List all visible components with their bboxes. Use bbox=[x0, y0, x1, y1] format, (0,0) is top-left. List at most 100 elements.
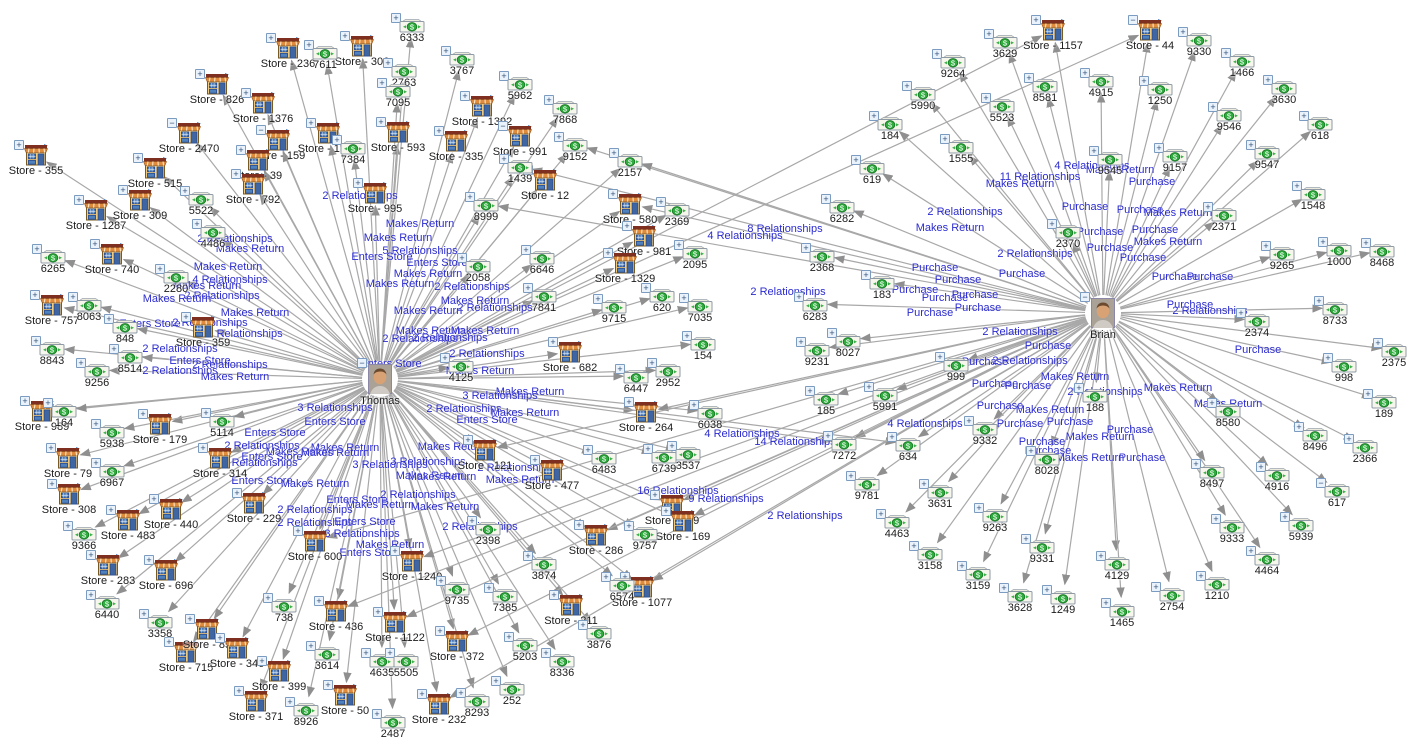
expand-toggle[interactable]: + bbox=[91, 419, 101, 429]
expand-toggle[interactable]: + bbox=[1139, 76, 1149, 86]
expand-toggle[interactable]: + bbox=[340, 31, 350, 41]
expand-toggle[interactable]: + bbox=[1024, 73, 1034, 83]
expand-toggle[interactable]: + bbox=[1047, 219, 1057, 229]
expand-toggle[interactable]: + bbox=[504, 632, 514, 642]
expand-toggle[interactable]: + bbox=[465, 192, 475, 202]
expand-toggle[interactable]: + bbox=[373, 607, 383, 617]
expand-toggle[interactable]: + bbox=[1299, 111, 1309, 121]
expand-toggle[interactable]: + bbox=[440, 353, 450, 363]
expand-toggle[interactable]: + bbox=[46, 443, 56, 453]
expand-toggle[interactable]: + bbox=[14, 140, 24, 150]
expand-toggle[interactable]: + bbox=[1080, 68, 1090, 78]
expand-toggle[interactable]: + bbox=[1154, 143, 1164, 153]
expand-toggle[interactable]: + bbox=[306, 118, 316, 128]
expand-toggle[interactable]: + bbox=[957, 561, 967, 571]
expand-toggle[interactable]: + bbox=[457, 253, 467, 263]
expand-toggle[interactable]: + bbox=[198, 443, 208, 453]
expand-toggle[interactable]: + bbox=[801, 243, 811, 253]
expand-toggle[interactable]: + bbox=[1361, 238, 1371, 248]
expand-toggle[interactable]: + bbox=[133, 153, 143, 163]
expand-toggle[interactable]: + bbox=[376, 117, 386, 127]
expand-toggle[interactable]: + bbox=[1221, 48, 1231, 58]
expand-toggle[interactable]: + bbox=[682, 331, 692, 341]
expand-toggle[interactable]: + bbox=[1211, 514, 1221, 524]
expand-toggle[interactable]: + bbox=[796, 337, 806, 347]
expand-toggle[interactable]: + bbox=[1203, 202, 1213, 212]
expand-toggle[interactable]: + bbox=[391, 13, 401, 23]
expand-toggle[interactable]: + bbox=[332, 135, 342, 145]
expand-toggle[interactable]: + bbox=[548, 337, 558, 347]
expand-toggle[interactable]: + bbox=[441, 46, 451, 56]
expand-toggle[interactable]: + bbox=[984, 29, 994, 39]
expand-toggle[interactable]: + bbox=[304, 40, 314, 50]
expand-toggle[interactable]: + bbox=[149, 494, 159, 504]
expand-toggle[interactable]: + bbox=[234, 686, 244, 696]
expand-toggle[interactable]: + bbox=[864, 382, 874, 392]
expand-toggle[interactable]: + bbox=[554, 132, 564, 142]
expand-toggle[interactable]: + bbox=[314, 596, 324, 606]
expand-toggle[interactable]: + bbox=[1096, 551, 1106, 561]
expand-toggle[interactable]: + bbox=[499, 71, 509, 81]
expand-toggle[interactable]: + bbox=[1292, 181, 1302, 191]
expand-toggle[interactable]: + bbox=[1196, 571, 1206, 581]
expand-toggle[interactable]: + bbox=[656, 197, 666, 207]
expand-toggle[interactable]: + bbox=[30, 290, 40, 300]
expand-toggle[interactable]: + bbox=[609, 148, 619, 158]
expand-toggle[interactable]: + bbox=[1263, 75, 1273, 85]
expand-toggle[interactable]: + bbox=[851, 155, 861, 165]
expand-toggle[interactable]: + bbox=[1208, 102, 1218, 112]
expand-toggle[interactable]: − bbox=[1128, 15, 1138, 25]
expand-toggle[interactable]: + bbox=[241, 88, 251, 98]
expand-toggle[interactable]: + bbox=[231, 169, 241, 179]
expand-toggle[interactable]: + bbox=[1074, 383, 1084, 393]
expand-toggle[interactable]: + bbox=[20, 396, 30, 406]
expand-toggle[interactable]: + bbox=[436, 576, 446, 586]
expand-toggle[interactable]: + bbox=[861, 270, 871, 280]
expand-toggle[interactable]: + bbox=[794, 292, 804, 302]
expand-toggle[interactable]: + bbox=[32, 244, 42, 254]
expand-toggle[interactable]: + bbox=[76, 358, 86, 368]
expand-toggle[interactable]: + bbox=[323, 680, 333, 690]
expand-toggle[interactable]: + bbox=[805, 386, 815, 396]
expand-toggle[interactable]: + bbox=[144, 555, 154, 565]
expand-toggle[interactable]: + bbox=[909, 541, 919, 551]
expand-toggle[interactable]: + bbox=[215, 633, 225, 643]
expand-toggle[interactable]: + bbox=[266, 33, 276, 43]
expand-toggle[interactable]: + bbox=[435, 626, 445, 636]
expand-toggle[interactable]: + bbox=[353, 178, 363, 188]
expand-toggle[interactable]: + bbox=[417, 689, 427, 699]
expand-toggle[interactable]: + bbox=[104, 314, 114, 324]
expand-toggle[interactable]: + bbox=[603, 248, 613, 258]
expand-toggle[interactable]: + bbox=[869, 111, 879, 121]
expand-toggle[interactable]: + bbox=[981, 93, 991, 103]
expand-toggle[interactable]: + bbox=[902, 81, 912, 91]
expand-toggle[interactable]: + bbox=[876, 509, 886, 519]
expand-toggle[interactable]: + bbox=[1246, 140, 1256, 150]
expand-toggle[interactable]: − bbox=[256, 125, 266, 135]
expand-toggle[interactable]: + bbox=[180, 186, 190, 196]
expand-toggle[interactable]: + bbox=[138, 409, 148, 419]
expand-toggle[interactable]: + bbox=[593, 294, 603, 304]
expand-toggle[interactable]: + bbox=[484, 583, 494, 593]
expand-toggle[interactable]: + bbox=[846, 471, 856, 481]
expand-toggle[interactable]: + bbox=[109, 344, 119, 354]
expand-toggle[interactable]: − bbox=[1080, 292, 1090, 302]
expand-toggle[interactable]: + bbox=[622, 221, 632, 231]
expand-toggle[interactable]: + bbox=[74, 195, 84, 205]
expand-toggle[interactable]: + bbox=[1031, 15, 1041, 25]
expand-toggle[interactable]: + bbox=[1021, 534, 1031, 544]
expand-toggle[interactable]: + bbox=[1042, 585, 1052, 595]
expand-toggle[interactable]: + bbox=[821, 194, 831, 204]
expand-toggle[interactable]: + bbox=[263, 593, 273, 603]
expand-toggle[interactable]: + bbox=[434, 126, 444, 136]
expand-toggle[interactable]: + bbox=[1318, 237, 1328, 247]
expand-toggle[interactable]: + bbox=[91, 458, 101, 468]
expand-toggle[interactable]: + bbox=[383, 58, 393, 68]
expand-toggle[interactable]: + bbox=[974, 503, 984, 513]
expand-toggle[interactable]: + bbox=[164, 637, 174, 647]
expand-toggle[interactable]: + bbox=[201, 408, 211, 418]
expand-toggle[interactable]: + bbox=[192, 219, 202, 229]
expand-toggle[interactable]: + bbox=[641, 283, 651, 293]
expand-toggle[interactable]: + bbox=[47, 479, 57, 489]
expand-toggle[interactable]: + bbox=[106, 505, 116, 515]
